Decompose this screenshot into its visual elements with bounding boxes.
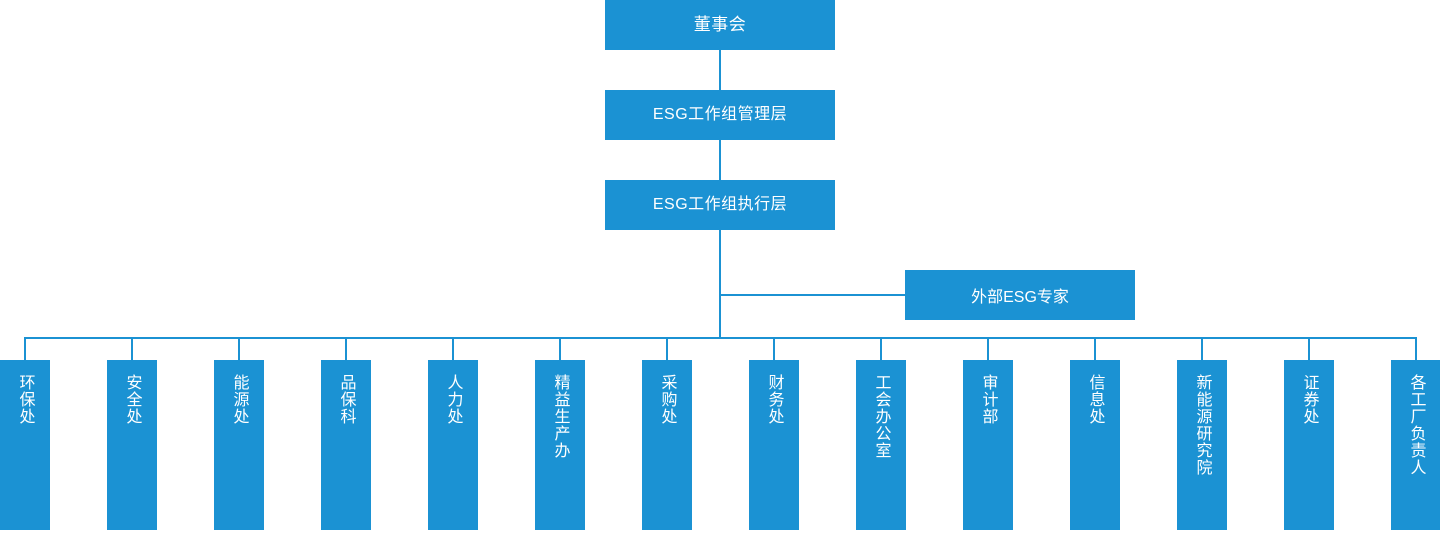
connector-drop-3 [238, 337, 240, 360]
connector-spine-main [719, 230, 721, 339]
node-label: 工会办公室 [872, 374, 890, 459]
node-department-9[interactable]: 工会办公室 [856, 360, 906, 530]
node-label: 环保处 [16, 374, 34, 425]
node-department-3[interactable]: 能源处 [214, 360, 264, 530]
node-label: 各工厂负责人 [1407, 374, 1425, 476]
node-department-1[interactable]: 环保处 [0, 360, 50, 530]
node-board-of-directors[interactable]: 董事会 [605, 0, 835, 50]
connector-drop-8 [773, 337, 775, 360]
node-department-5[interactable]: 人力处 [428, 360, 478, 530]
node-department-7[interactable]: 采购处 [642, 360, 692, 530]
node-label: 精益生产办 [551, 374, 569, 459]
node-department-2[interactable]: 安全处 [107, 360, 157, 530]
connector-external-expert [719, 294, 905, 296]
connector-drop-4 [345, 337, 347, 360]
node-department-4[interactable]: 品保科 [321, 360, 371, 530]
node-department-11[interactable]: 信息处 [1070, 360, 1120, 530]
node-esg-execution-layer[interactable]: ESG工作组执行层 [605, 180, 835, 230]
node-department-10[interactable]: 审计部 [963, 360, 1013, 530]
node-label: 人力处 [444, 374, 462, 425]
connector-drop-13 [1308, 337, 1310, 360]
connector-level2-level3 [719, 140, 721, 180]
connector-drop-2 [131, 337, 133, 360]
connector-drop-9 [880, 337, 882, 360]
node-label: 信息处 [1086, 374, 1104, 425]
connector-drop-5 [452, 337, 454, 360]
connector-level1-level2 [719, 50, 721, 90]
node-department-13[interactable]: 证券处 [1284, 360, 1334, 530]
node-label: 采购处 [658, 374, 676, 425]
node-department-14[interactable]: 各工厂负责人 [1391, 360, 1440, 530]
connector-drop-14 [1415, 337, 1417, 360]
node-label: 董事会 [693, 14, 747, 34]
node-external-esg-expert[interactable]: 外部ESG专家 [905, 270, 1135, 320]
node-label: ESG工作组管理层 [652, 106, 788, 124]
connector-drop-10 [987, 337, 989, 360]
node-label: 证券处 [1300, 374, 1318, 425]
node-label: ESG工作组执行层 [652, 196, 788, 214]
node-label: 品保科 [337, 374, 355, 425]
connector-drop-12 [1201, 337, 1203, 360]
connector-drop-11 [1094, 337, 1096, 360]
node-label: 新能源研究院 [1193, 374, 1211, 476]
connector-department-bus [24, 337, 1416, 339]
connector-drop-7 [666, 337, 668, 360]
connector-drop-1 [24, 337, 26, 360]
node-label: 能源处 [230, 374, 248, 425]
node-department-6[interactable]: 精益生产办 [535, 360, 585, 530]
node-label: 财务处 [765, 374, 783, 425]
node-department-8[interactable]: 财务处 [749, 360, 799, 530]
connector-drop-6 [559, 337, 561, 360]
node-label: 外部ESG专家 [971, 289, 1069, 306]
node-label: 安全处 [123, 374, 141, 425]
node-department-12[interactable]: 新能源研究院 [1177, 360, 1227, 530]
node-esg-management-layer[interactable]: ESG工作组管理层 [605, 90, 835, 140]
node-label: 审计部 [979, 374, 997, 425]
